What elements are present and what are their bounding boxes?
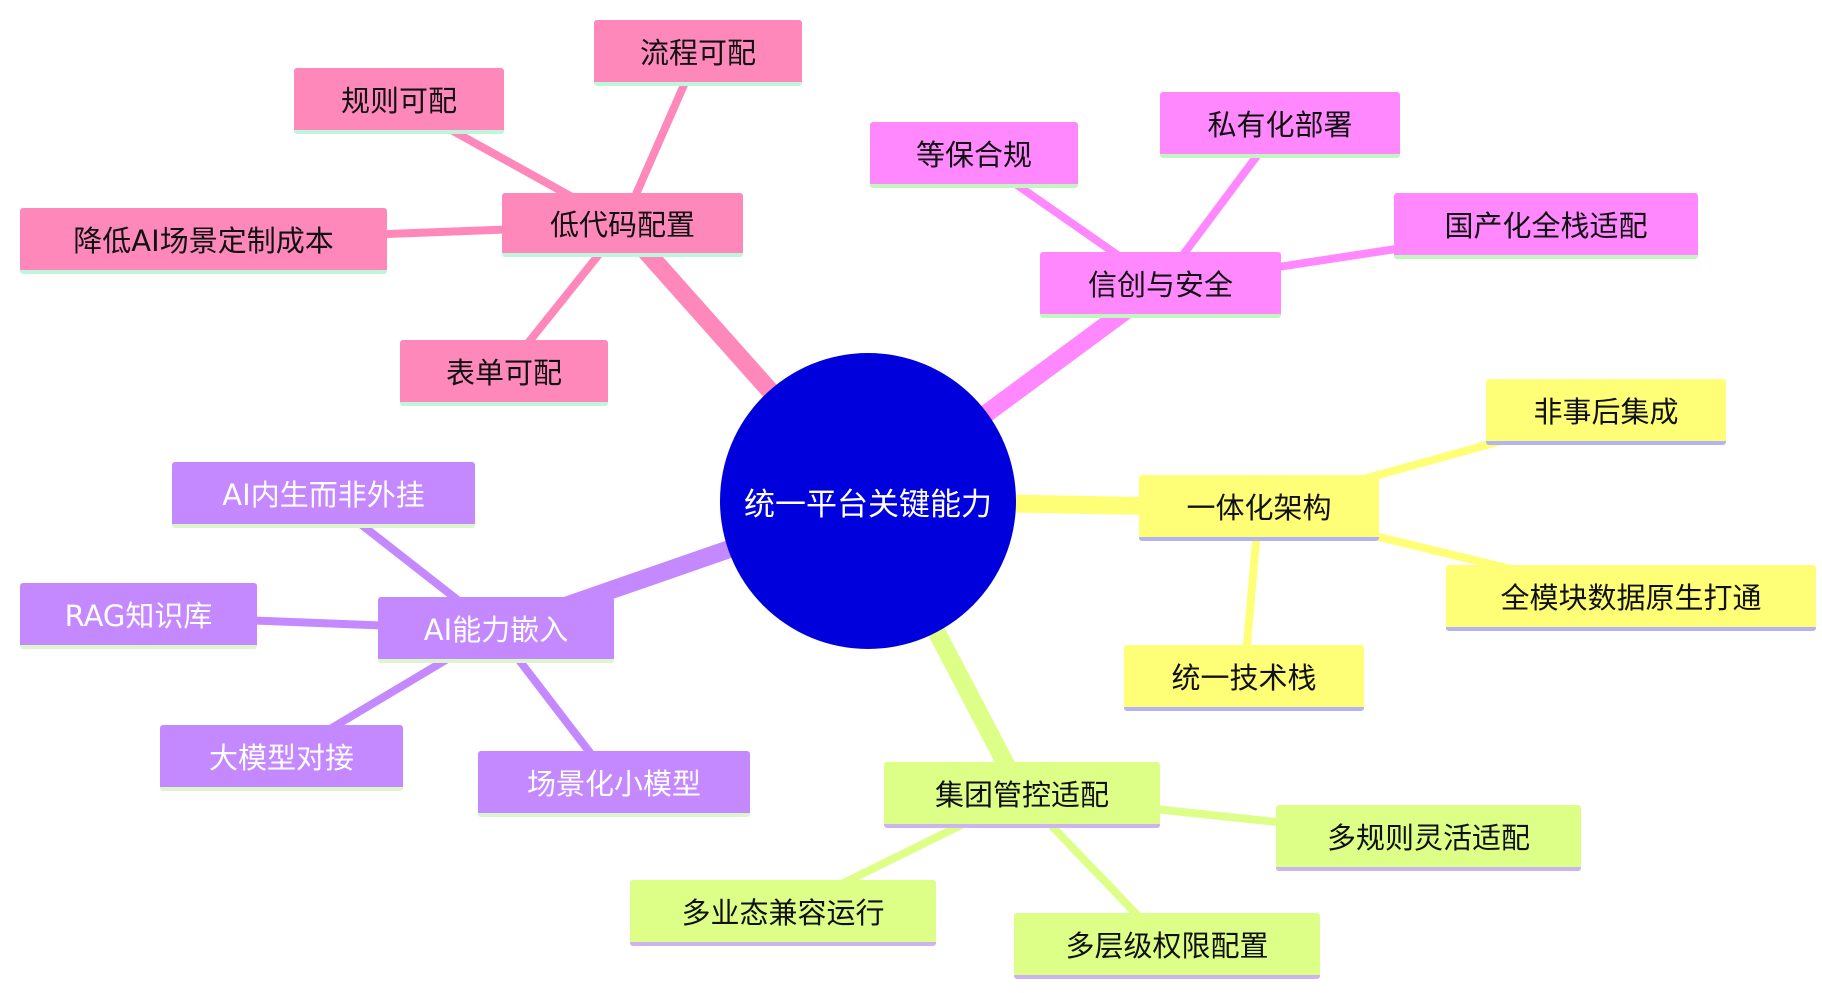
leaf-node-lowcode-rules[interactable]: 规则可配 — [294, 68, 504, 134]
leaf-node-integration-native[interactable]: 非事后集成 — [1486, 379, 1726, 445]
leaf-node-security-domestic[interactable]: 国产化全栈适配 — [1394, 193, 1698, 259]
branch-node-lowcode[interactable]: 低代码配置 — [502, 193, 743, 257]
leaf-node-group-business[interactable]: 多业态兼容运行 — [630, 880, 936, 946]
leaf-node-lowcode-flow[interactable]: 流程可配 — [594, 20, 802, 86]
leaf-node-ai-native[interactable]: AI内生而非外挂 — [172, 462, 475, 528]
leaf-node-ai-llm[interactable]: 大模型对接 — [160, 725, 403, 791]
branch-node-group[interactable]: 集团管控适配 — [884, 762, 1160, 828]
branch-node-security[interactable]: 信创与安全 — [1040, 252, 1281, 318]
leaf-node-lowcode-forms[interactable]: 表单可配 — [400, 340, 608, 406]
leaf-node-ai-small-model[interactable]: 场景化小模型 — [478, 751, 750, 817]
leaf-node-lowcode-cost[interactable]: 降低AI场景定制成本 — [20, 208, 387, 274]
leaf-node-security-compliance[interactable]: 等保合规 — [870, 122, 1078, 188]
leaf-node-security-private[interactable]: 私有化部署 — [1160, 92, 1400, 158]
leaf-node-group-rules[interactable]: 多规则灵活适配 — [1276, 805, 1581, 871]
leaf-node-ai-rag[interactable]: RAG知识库 — [20, 583, 257, 649]
leaf-node-group-permissions[interactable]: 多层级权限配置 — [1014, 913, 1320, 979]
root-node[interactable]: 统一平台关键能力 — [720, 353, 1016, 649]
branch-node-integration[interactable]: 一体化架构 — [1139, 475, 1379, 541]
branch-node-ai[interactable]: AI能力嵌入 — [378, 597, 614, 663]
leaf-node-integration-stack[interactable]: 统一技术栈 — [1124, 645, 1364, 711]
leaf-node-integration-data[interactable]: 全模块数据原生打通 — [1446, 565, 1816, 631]
